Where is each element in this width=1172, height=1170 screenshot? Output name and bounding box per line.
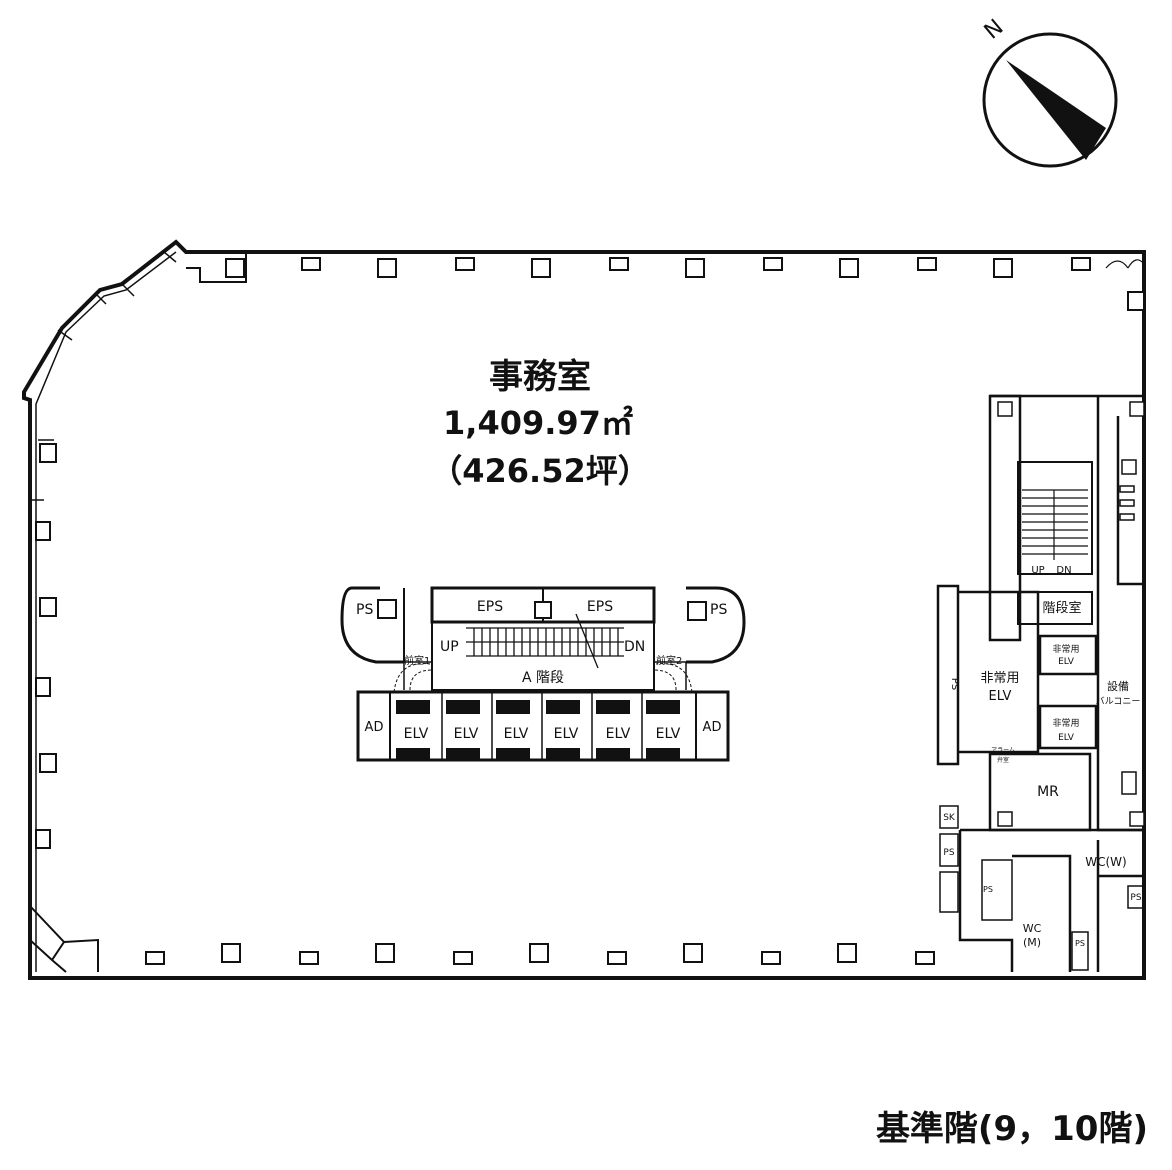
ps-small-label: PS xyxy=(943,848,954,858)
ne-doors xyxy=(1105,259,1145,269)
elevator-1-label: ELV xyxy=(404,726,429,742)
emergency-elv-2-label-2: ELV xyxy=(1058,733,1075,743)
vestibule-1-label: 前室1 xyxy=(404,654,430,667)
stair-room-label: 階段室 xyxy=(1042,600,1081,616)
stair-a-label: A 階段 xyxy=(522,670,564,686)
mr-label: MR xyxy=(1037,784,1059,800)
elevator-2-label: ELV xyxy=(454,726,479,742)
ad-right-label: AD xyxy=(703,720,722,735)
ps-left-label: PS xyxy=(356,602,373,618)
valve-room-label-1: アラーム xyxy=(991,747,1015,754)
east-stair-dn-label: DN xyxy=(1056,565,1071,576)
emergency-elv-1-label-1: 非常用 xyxy=(1052,643,1079,655)
elevator-3-label: ELV xyxy=(504,726,529,742)
office-area-tsubo: （426.52坪） xyxy=(430,452,650,490)
eps-right-label: EPS xyxy=(587,599,613,615)
east-ps-shaft-label: PS xyxy=(949,678,960,690)
floor-caption: 基準階(9，10階) xyxy=(876,1109,1148,1149)
stair-up-label: UP xyxy=(440,639,459,655)
elevator-shafts xyxy=(396,700,680,760)
outer-wall xyxy=(22,239,1146,980)
nw-corner-room xyxy=(186,251,247,283)
ps-right-label: PS xyxy=(710,602,727,618)
ad-left-label: AD xyxy=(365,720,384,735)
wc-men-label-1: WC xyxy=(1023,922,1042,935)
vestibule-2-label: 前室2 xyxy=(656,654,682,667)
facade-mullions xyxy=(30,251,177,501)
emergency-elv-1-label-2: ELV xyxy=(1058,657,1075,667)
balcony-label-2: バルコニー xyxy=(1096,696,1141,707)
compass-circle xyxy=(982,32,1118,168)
east-core xyxy=(936,394,1146,972)
elevator-4-label: ELV xyxy=(554,726,579,742)
columns-left xyxy=(35,443,57,849)
balcony-label-1: 設備 xyxy=(1107,679,1129,693)
office-name: 事務室 xyxy=(489,357,591,397)
ps-wc2-label: PS xyxy=(1075,939,1085,948)
eps-left-label: EPS xyxy=(477,599,503,615)
columns-top xyxy=(225,257,1145,311)
wc-men-label-2: (M) xyxy=(1023,936,1041,949)
emergency-hall-label-1: 非常用 xyxy=(980,671,1019,686)
inner-wall xyxy=(35,251,177,972)
north-arrow-icon xyxy=(1006,60,1106,160)
emergency-elv-2-label-1: 非常用 xyxy=(1052,717,1079,729)
east-stair-up-label: UP xyxy=(1031,565,1044,576)
columns-bottom xyxy=(145,943,935,965)
central-core xyxy=(340,586,746,762)
sw-corner xyxy=(29,905,99,973)
office-area-m2: 1,409.97㎡ xyxy=(443,404,633,442)
elevator-5-label: ELV xyxy=(606,726,631,742)
sk-label: SK xyxy=(943,813,956,823)
stair-dn-label: DN xyxy=(624,639,645,655)
ps-right-label: PS xyxy=(1130,893,1141,903)
elevator-6-label: ELV xyxy=(656,726,681,742)
emergency-hall-label-2: ELV xyxy=(989,689,1012,704)
valve-room-label-2: 弁室 xyxy=(997,756,1009,764)
wc-women-label: WC(W) xyxy=(1085,855,1126,869)
ps-wc-label: PS xyxy=(983,885,993,894)
